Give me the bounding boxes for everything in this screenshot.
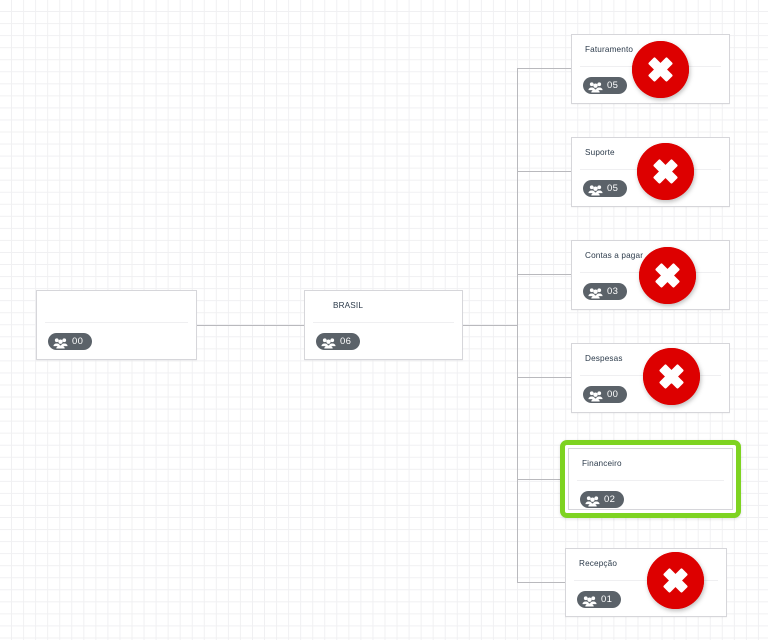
org-node-financeiro-selection-ring[interactable]: Financeiro 02 <box>560 440 741 518</box>
people-count-value: 06 <box>340 335 352 347</box>
org-node-financeiro[interactable]: Financeiro 02 <box>568 448 733 510</box>
x-circle-icon[interactable] <box>643 348 700 405</box>
people-count-value: 02 <box>604 493 616 505</box>
x-circle-icon[interactable] <box>647 552 704 609</box>
node-divider <box>45 322 188 323</box>
node-divider <box>574 580 718 581</box>
people-count-badge: 03 <box>583 283 627 300</box>
people-group-icon <box>588 183 603 196</box>
connector-trunk <box>517 68 518 582</box>
org-node-title: Despesas <box>585 354 623 363</box>
org-node-title: Faturamento <box>585 45 634 54</box>
people-count-value: 00 <box>72 335 84 347</box>
connector-root-to-brasil <box>197 325 304 326</box>
people-group-icon <box>588 286 603 299</box>
org-node-title: Financeiro <box>582 459 622 468</box>
connector-trunk-to-despesas <box>517 377 572 378</box>
org-node-title: Suporte <box>585 148 615 157</box>
org-node-brasil[interactable]: BRASIL 06 <box>304 290 463 360</box>
people-count-badge: 06 <box>316 333 360 350</box>
connector-brasil-to-trunk <box>463 325 518 326</box>
people-group-icon <box>588 389 603 402</box>
org-node-title: Recepção <box>579 559 618 568</box>
connector-trunk-to-financeiro <box>517 479 562 480</box>
people-count-value: 05 <box>607 79 619 91</box>
people-count-badge: 00 <box>583 386 627 403</box>
people-count-badge: 05 <box>583 77 627 94</box>
people-group-icon <box>585 494 600 507</box>
node-divider <box>577 480 724 481</box>
connector-trunk-to-contas <box>517 274 572 275</box>
people-count-value: 05 <box>607 182 619 194</box>
people-group-icon <box>588 80 603 93</box>
people-count-badge: 02 <box>580 491 624 508</box>
x-circle-icon[interactable] <box>632 41 689 98</box>
people-group-icon <box>53 336 68 349</box>
people-count-badge: 05 <box>583 180 627 197</box>
node-divider <box>313 322 454 323</box>
org-node-title: Contas a pagar <box>585 251 644 260</box>
connector-trunk-to-suporte <box>517 171 572 172</box>
connector-trunk-to-recepcao <box>517 582 572 583</box>
people-group-icon <box>321 336 336 349</box>
people-count-badge: 01 <box>577 591 621 608</box>
x-circle-icon[interactable] <box>639 247 696 304</box>
org-node-root[interactable]: 00 <box>36 290 197 360</box>
x-circle-icon[interactable] <box>637 143 694 200</box>
people-count-value: 03 <box>607 285 619 297</box>
connector-trunk-to-faturamento <box>517 68 572 69</box>
people-count-badge: 00 <box>48 333 92 350</box>
people-group-icon <box>582 594 597 607</box>
org-node-title: BRASIL <box>333 301 364 310</box>
people-count-value: 00 <box>607 388 619 400</box>
people-count-value: 01 <box>601 593 613 605</box>
